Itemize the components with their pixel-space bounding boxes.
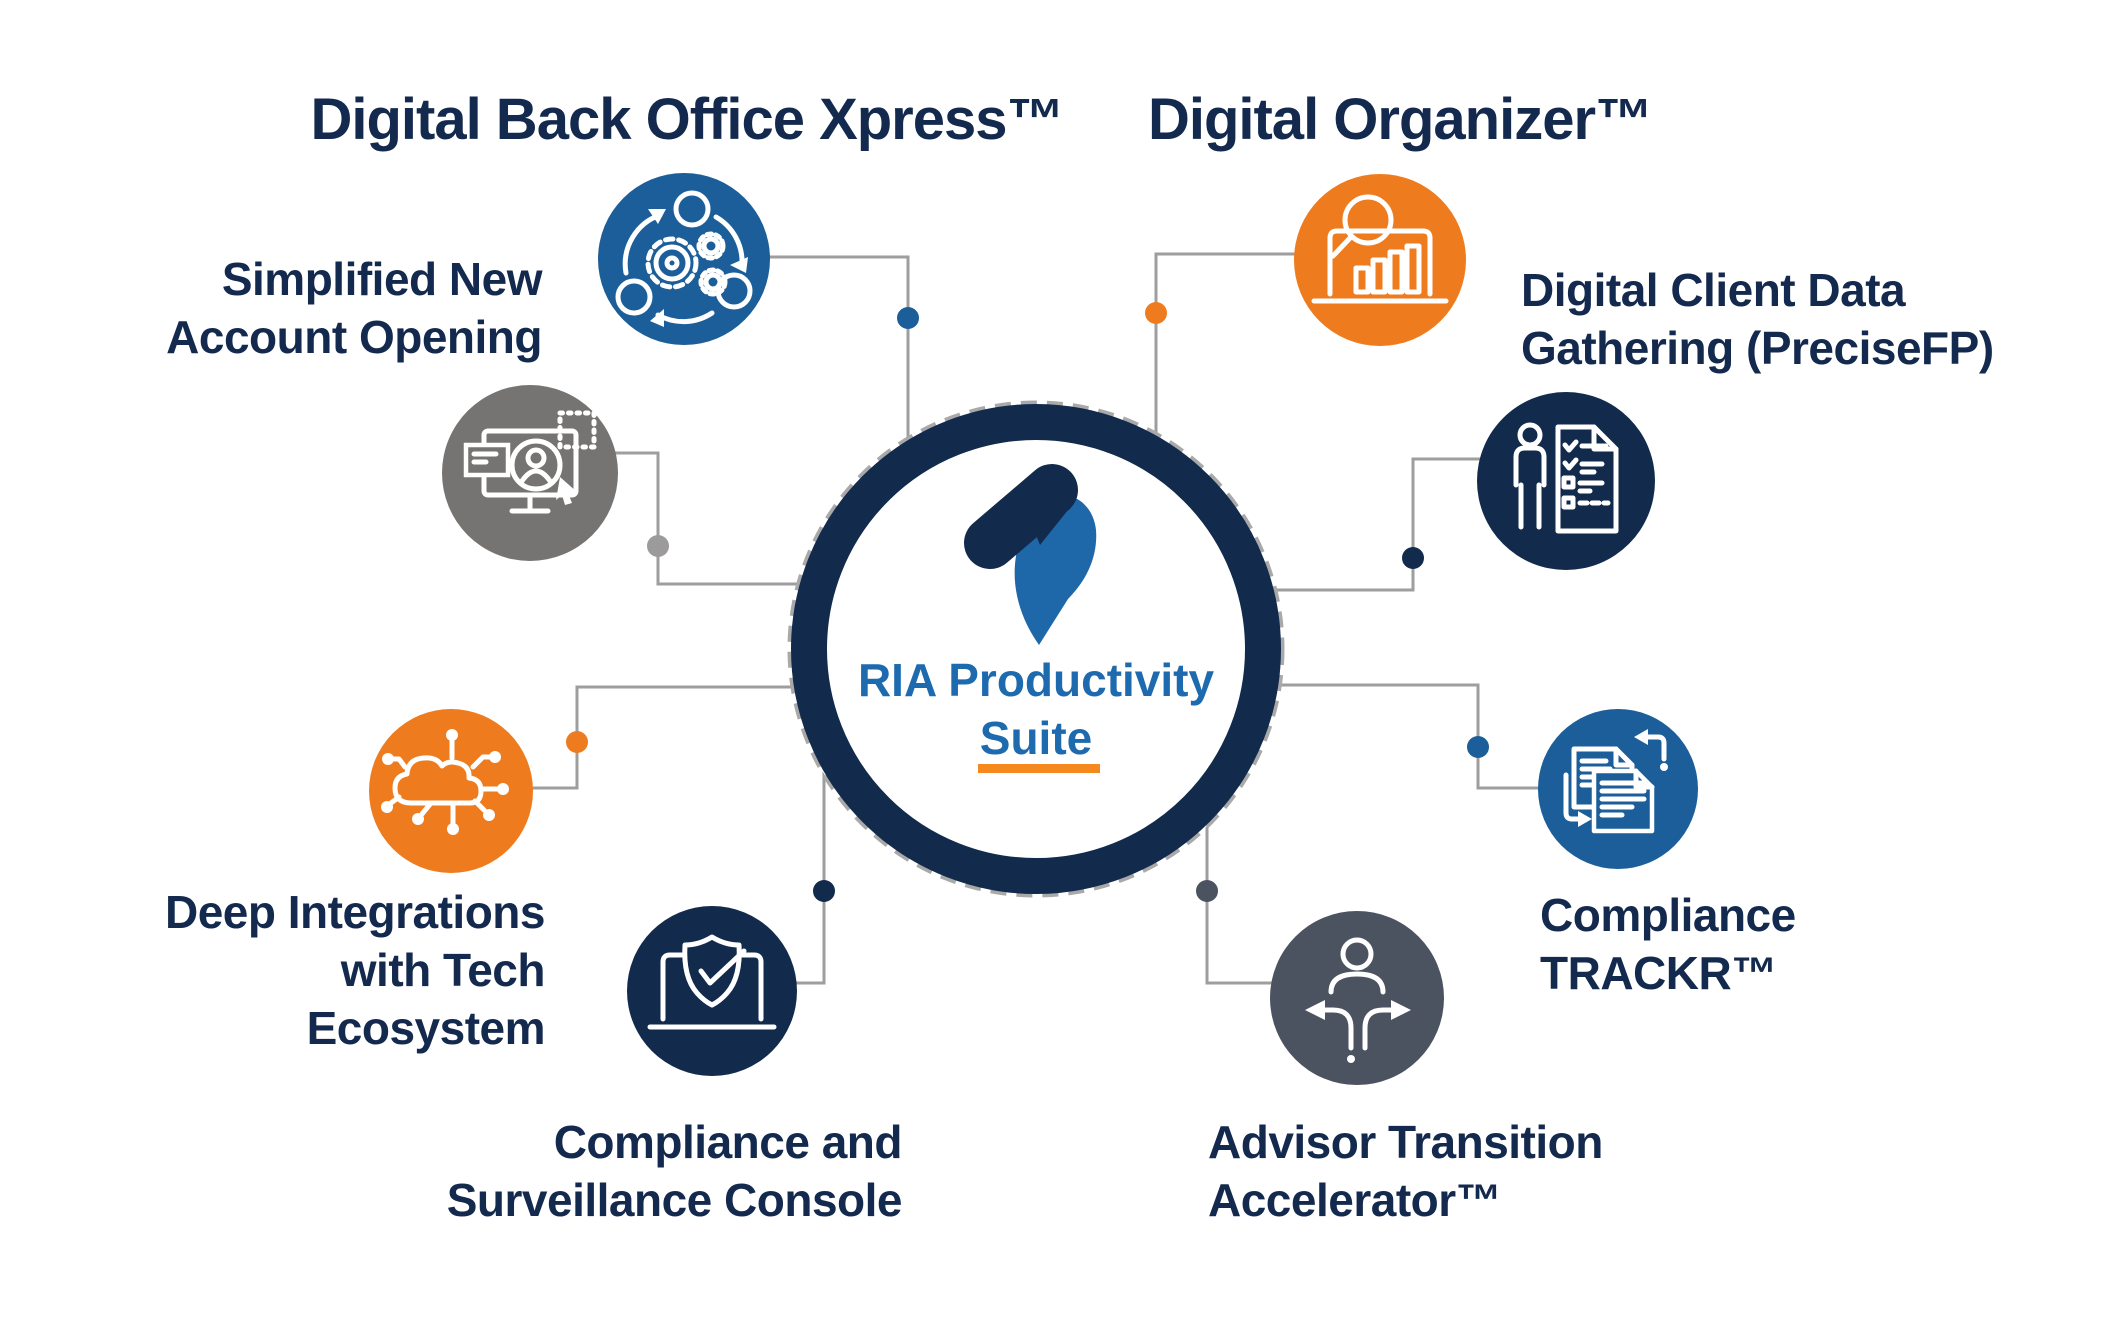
connector-dot	[647, 535, 669, 557]
label-compliance-trackr: Compliance TRACKR™	[1540, 889, 1796, 999]
person-branching-arrows-icon	[1305, 937, 1411, 1063]
hub-logo-icon	[964, 464, 1097, 645]
gears-cycle-icon	[615, 190, 753, 327]
label-digital-organizer: Digital Organizer™	[1147, 87, 1653, 152]
connector-client-data	[1265, 457, 1540, 592]
documents-sync-icon	[1563, 729, 1668, 834]
label-digital-client-data-gathering: Digital Client Data Gathering (PreciseFP…	[1521, 264, 1994, 374]
hub-title: RIA Productivity Suite	[857, 654, 1215, 764]
node-circle-digital-back-office	[598, 173, 770, 345]
connector-dot	[1467, 736, 1489, 758]
hub-underline	[978, 764, 1100, 773]
cloud-network-icon	[381, 729, 509, 835]
connector-dot	[813, 880, 835, 902]
connector-dot	[1196, 880, 1218, 902]
connector-dot	[897, 307, 919, 329]
node-circle-deep-integrations	[369, 709, 533, 873]
label-digital-back-office-xpress: Digital Back Office Xpress™	[310, 87, 1064, 152]
label-simplified-new-account-opening: Simplified New Account Opening	[166, 253, 542, 363]
monitor-profile-cursor-icon	[463, 410, 597, 514]
label-deep-integrations: Deep Integrations with Tech Ecosystem	[164, 886, 546, 1054]
node-circle-advisor-transition	[1270, 911, 1444, 1085]
hub-navy-ring	[791, 404, 1281, 894]
hub-circle	[787, 400, 1285, 898]
connector-dot	[566, 731, 588, 753]
label-compliance-surveillance-console: Compliance and Surveillance Console	[446, 1116, 903, 1226]
laptop-shield-check-icon	[647, 934, 777, 1030]
label-advisor-transition-accelerator: Advisor Transition Accelerator™	[1208, 1116, 1603, 1226]
node-circle-surveillance-console	[627, 906, 797, 1076]
laptop-analytics-search-icon	[1311, 194, 1449, 304]
connector-dot	[1145, 302, 1167, 324]
connector-dot	[1402, 547, 1424, 569]
person-checklist-icon	[1513, 422, 1619, 534]
